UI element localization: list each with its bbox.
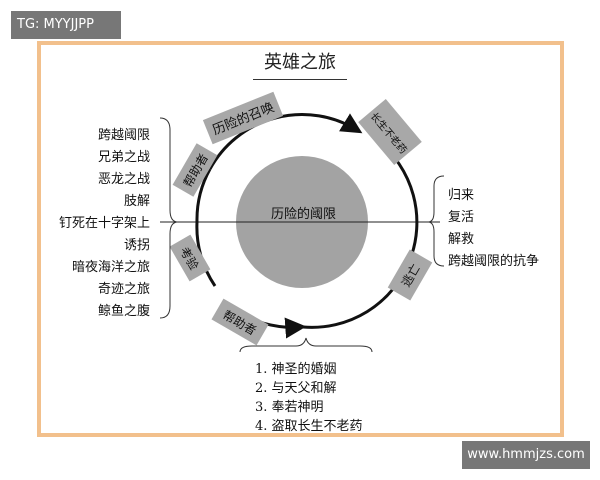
left-list-item: 鲸鱼之腹	[97, 304, 150, 319]
bottom-list-item: 4. 盗取长生不老药	[255, 419, 363, 434]
left-list-item: 暗夜海洋之旅	[71, 260, 150, 275]
label-elixir: 长生不老药	[358, 98, 422, 166]
title-underline	[253, 79, 347, 80]
watermark-top: TG: MYYJJPP	[11, 11, 121, 39]
left-brace	[159, 117, 179, 319]
right-list-item: 归来	[448, 188, 475, 203]
label-call: 历险的召唤	[202, 91, 284, 145]
right-list-item: 跨越阈限的抗争	[448, 254, 540, 269]
diagram-title: 英雄之旅	[264, 52, 336, 73]
label-flight: 逃亡	[387, 249, 433, 301]
right-list-item: 复活	[448, 210, 475, 225]
bottom-brace	[239, 337, 373, 353]
left-list-item: 肢解	[123, 194, 150, 209]
bottom-list-item: 1. 神圣的婚姻	[255, 362, 337, 377]
left-list-item: 兄弟之战	[97, 150, 150, 165]
label-test: 考验	[169, 234, 211, 282]
right-list-item: 解救	[448, 232, 475, 247]
left-list-item: 诱拐	[123, 238, 150, 253]
right-brace	[427, 175, 445, 267]
bottom-list-item: 2. 与天父和解	[255, 381, 337, 396]
left-list-item: 恶龙之战	[97, 172, 150, 187]
left-list-item: 钉死在十字架上	[58, 216, 150, 231]
left-list-item: 奇迹之旅	[97, 282, 150, 297]
bottom-list-item: 3. 奉若神明	[255, 400, 324, 415]
left-list-item: 跨越阈限	[97, 128, 150, 143]
label-helper-bottom: 帮助者	[211, 298, 269, 346]
center-label: 历险的阈限	[271, 207, 337, 222]
watermark-bottom: www.hmmjzs.com	[462, 441, 590, 469]
